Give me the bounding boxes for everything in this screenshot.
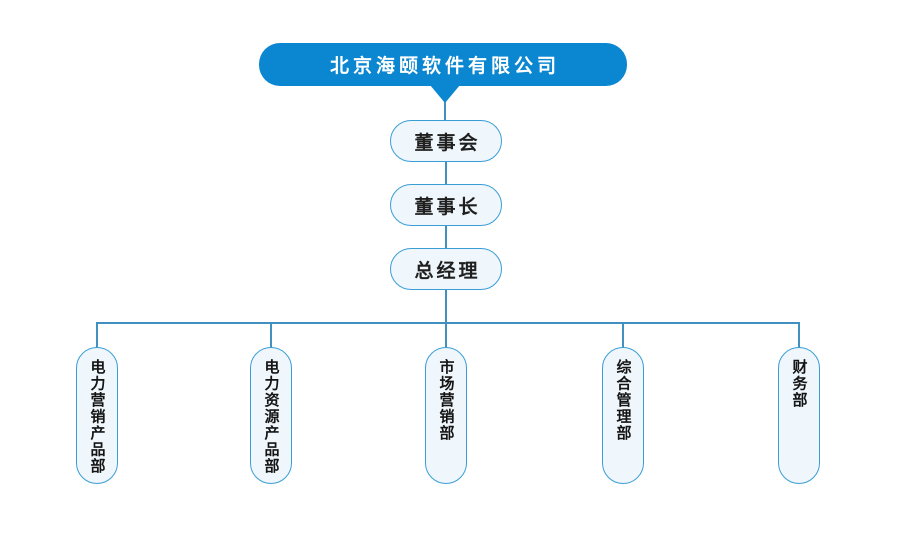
connector-stub-dept-5	[798, 322, 800, 348]
connector-chairman-gm	[445, 226, 447, 249]
connector-company-board	[444, 102, 446, 121]
node-board-of-directors: 董事会	[390, 120, 502, 162]
company-node: 北京海颐软件有限公司	[259, 43, 627, 86]
node-dept-power-resource-products: 电力资源产品部	[250, 347, 292, 484]
connector-branch-bar	[97, 322, 800, 324]
company-node-pointer	[430, 85, 460, 103]
node-chairman: 董事长	[390, 184, 502, 226]
connector-board-chairman	[445, 162, 447, 185]
connector-stub-dept-1	[96, 322, 98, 348]
company-name: 北京海颐软件有限公司	[329, 56, 560, 77]
node-label: 综合管理部	[614, 359, 632, 442]
connector-stub-dept-2	[270, 322, 272, 348]
node-label: 财务部	[790, 359, 808, 409]
node-dept-general-management: 综合管理部	[602, 347, 644, 484]
node-label: 董事长	[414, 196, 481, 218]
connector-stub-dept-3	[445, 322, 447, 348]
node-dept-power-marketing-products: 电力营销产品部	[76, 347, 118, 484]
connector-gm-branchbar	[445, 290, 447, 323]
node-label: 市场营销部	[437, 359, 455, 442]
node-dept-marketing: 市场营销部	[425, 347, 467, 484]
node-label: 董事会	[414, 132, 481, 154]
node-general-manager: 总经理	[390, 248, 502, 290]
node-label: 电力资源产品部	[262, 359, 280, 475]
node-label: 总经理	[414, 260, 481, 282]
node-label: 电力营销产品部	[88, 359, 106, 475]
connector-stub-dept-4	[622, 322, 624, 348]
node-dept-finance: 财务部	[778, 347, 820, 484]
